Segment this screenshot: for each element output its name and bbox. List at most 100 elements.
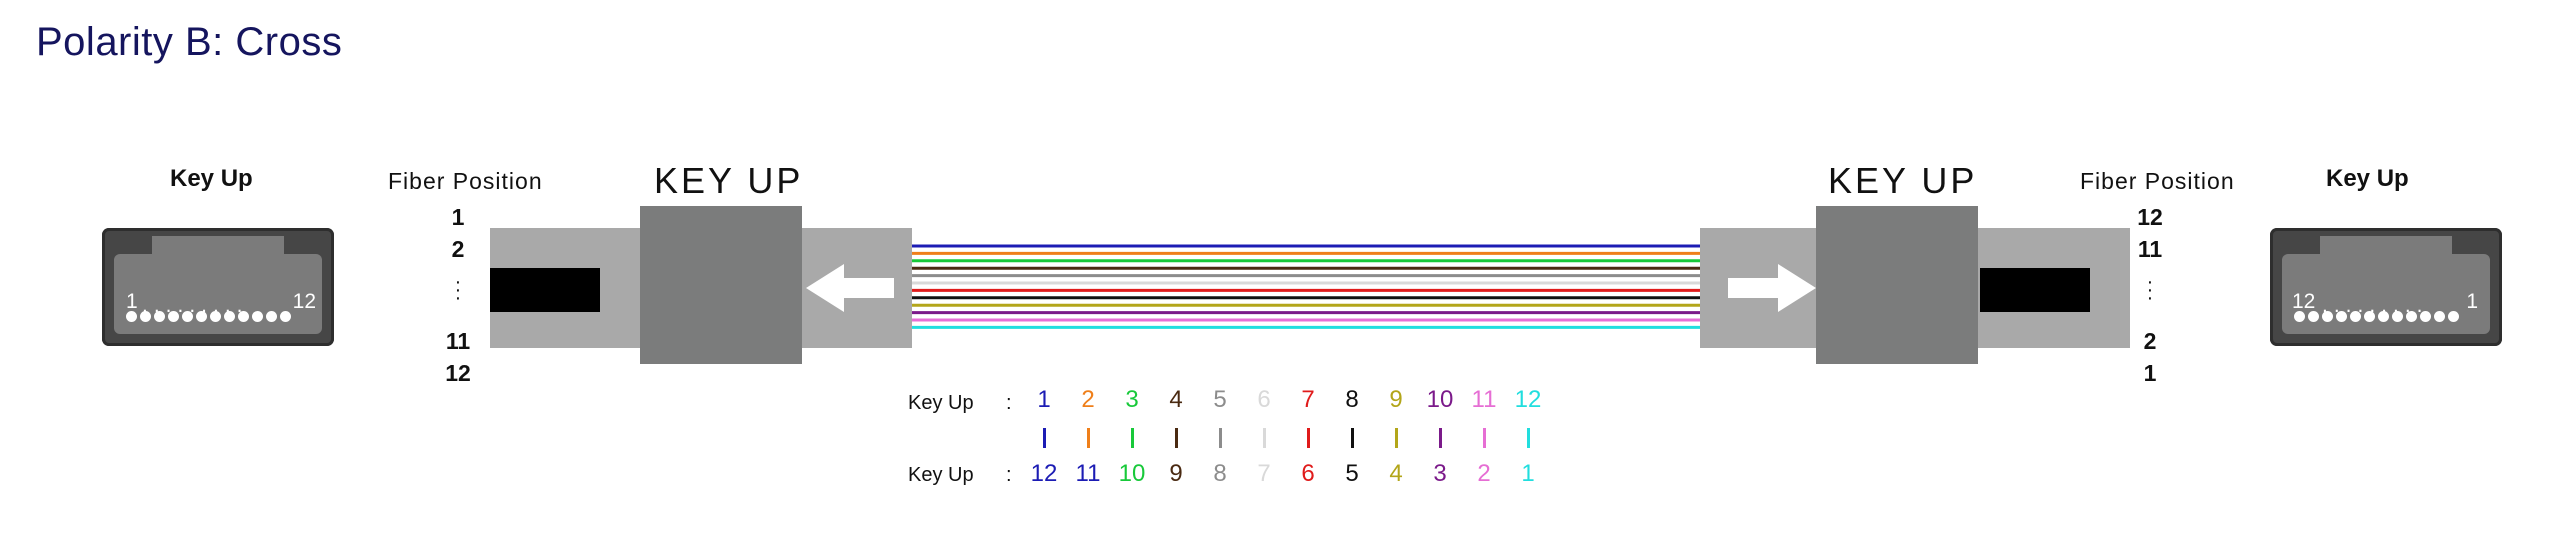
right-position-12: 12 [2137,204,2163,230]
legend-top-num: 9 [1389,386,1403,413]
right-connector-face: 12 ......... 1 [2270,228,2502,346]
legend-top-num: 6 [1257,386,1271,413]
left-position-11: 11 [445,328,471,354]
legend-bottom-num: 5 [1345,460,1359,487]
fiber-hole [224,311,235,322]
legend-top-num: 7 [1301,386,1315,413]
legend-top-num: 1 [1037,386,1051,413]
legend-link [1418,428,1462,453]
right-connector-key [2320,236,2452,258]
legend-link [1506,428,1550,453]
left-connector-key [152,236,284,258]
legend-link-bar [1174,428,1178,448]
legend-link [1330,428,1374,453]
legend-bottom-num: 7 [1257,460,1271,487]
right-connector-caption: Key Up [2326,165,2409,192]
fiber-hole [2434,311,2445,322]
legend-link [1242,428,1286,453]
fiber-hole [126,311,137,322]
right-connector-body [1816,206,1978,364]
fiber-hole [196,311,207,322]
right-ferrule-slot [1980,268,2090,312]
legend-link [1462,428,1506,453]
legend-top-num: 3 [1125,386,1139,413]
left-position-2: 2 [451,236,465,262]
right-arrow-icon [1728,264,1816,312]
right-position-1: 1 [2143,360,2157,386]
left-face-label-start: 1 [126,290,138,313]
right-body-label: KEY UP [1828,160,1978,201]
fiber-hole [2364,311,2375,322]
fiber-hole [2308,311,2319,322]
fiber-hole [280,311,291,322]
legend-link-bar [1350,428,1354,448]
left-position-1: 1 [451,204,465,230]
legend-bottom-num: 8 [1213,460,1227,487]
fiber-hole [210,311,221,322]
fiber-hole [154,311,165,322]
legend-bottom-num: 2 [1477,460,1491,487]
fiber-hole [2378,311,2389,322]
legend-link-bar [1042,428,1046,448]
fiber-hole [2406,311,2417,322]
legend-bottom-num: 11 [1075,460,1101,487]
legend-link-bar [1218,428,1222,448]
legend-top-num: 4 [1169,386,1183,413]
fiber-hole [2420,311,2431,322]
legend-link-bar [1086,428,1090,448]
right-position-ellipsis: ··· [2146,271,2154,309]
page-title: Polarity B: Cross [36,20,343,64]
legend-top-num: 8 [1345,386,1359,413]
left-body-label: KEY UP [654,160,804,201]
legend-link-bar [1262,428,1266,448]
legend-bottom-num: 10 [1118,460,1146,487]
fiber-hole [2448,311,2459,322]
legend-bottom-num: 12 [1030,460,1058,487]
fiber-hole [2336,311,2347,322]
legend-connector-row [1022,428,1550,453]
legend-row1-label: Key Up [908,392,974,414]
legend-bottom-num: 4 [1389,460,1403,487]
legend-link [1022,428,1066,453]
right-connector-ferrule-face: 12 ......... 1 [2282,254,2490,334]
legend-bottom-num: 3 [1433,460,1447,487]
legend-link [1110,428,1154,453]
legend-link [1066,428,1110,453]
legend-top-num: 5 [1213,386,1227,413]
right-fiber-holes [2294,311,2459,322]
left-fiber-holes [126,311,291,322]
left-connector-body [640,206,802,364]
fiber-hole [2350,311,2361,322]
legend-bottom-num: 6 [1301,460,1315,487]
legend-link-bar [1130,428,1134,448]
left-face-label-end: 12 [292,290,316,313]
left-ferrule-slot [490,268,600,312]
legend-row2-colon: : [1006,464,1012,486]
legend-top-num: 12 [1514,386,1542,413]
right-position-2: 2 [2143,328,2157,354]
legend-row1-colon: : [1006,392,1012,414]
right-fiber-position-label: Fiber Position [2080,168,2235,194]
fiber-hole [2322,311,2333,322]
left-position-ellipsis: ··· [454,271,462,309]
fiber-hole [252,311,263,322]
fiber-hole [2392,311,2403,322]
legend-link-bar [1438,428,1442,448]
fiber-hole [168,311,179,322]
legend-link [1198,428,1242,453]
left-connector-ferrule-face: 1 ......... 12 [114,254,322,334]
legend-link [1154,428,1198,453]
legend-link-bar [1526,428,1530,448]
left-connector-face: 1 ......... 12 [102,228,334,346]
fiber-hole [140,311,151,322]
fiber-ribbon [912,244,1702,329]
legend-link-bar [1306,428,1310,448]
legend-row2-label: Key Up [908,464,974,486]
legend-top-num: 2 [1081,386,1095,413]
right-position-11: 11 [2137,236,2163,262]
left-arrow-icon [806,264,894,312]
legend-link-bar [1394,428,1398,448]
legend-top-num: 11 [1471,386,1497,413]
